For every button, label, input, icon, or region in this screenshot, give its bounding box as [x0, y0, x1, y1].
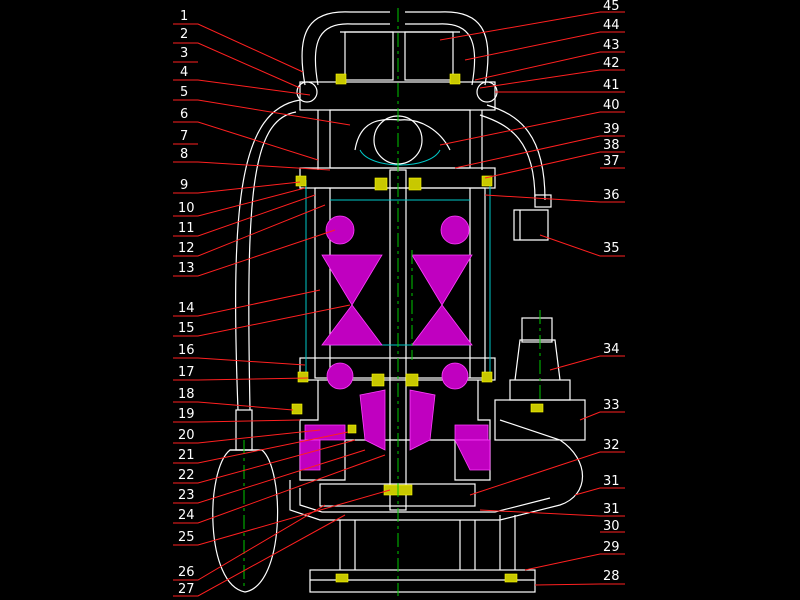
- part-label-32: 32: [603, 438, 620, 453]
- part-label-44: 44: [603, 18, 620, 33]
- part-label-38: 38: [603, 138, 620, 153]
- part-label-8: 8: [180, 147, 188, 162]
- part-label-33: 33: [603, 398, 620, 413]
- part-label-4: 4: [180, 65, 188, 80]
- part-label-16: 16: [178, 343, 195, 358]
- part-label-3: 3: [180, 46, 188, 61]
- part-label-21: 21: [178, 448, 195, 463]
- part-label-17: 17: [178, 365, 195, 380]
- part-label-12: 12: [178, 241, 195, 256]
- section-hatching: [299, 215, 491, 471]
- part-label-14: 14: [178, 301, 195, 316]
- part-label-30: 30: [603, 519, 620, 534]
- part-label-40: 40: [603, 98, 620, 113]
- part-label-42: 42: [603, 56, 620, 71]
- part-label-35: 35: [603, 241, 620, 256]
- part-label-31b: 31: [603, 502, 620, 517]
- part-label-37: 37: [603, 154, 620, 169]
- part-labels-left: 1 2 3 4 5 6 7 8 9 10 11 12 13 14 15 16 1…: [178, 9, 195, 597]
- part-labels-right: 45 44 43 42 41 40 39 38 37 36 35 34 33 3…: [603, 0, 620, 584]
- part-label-13: 13: [178, 261, 195, 276]
- part-label-10: 10: [178, 201, 195, 216]
- part-label-31a: 31: [603, 474, 620, 489]
- part-label-26: 26: [178, 565, 195, 580]
- part-label-27: 27: [178, 582, 195, 597]
- part-label-23: 23: [178, 488, 195, 503]
- part-label-19: 19: [178, 407, 195, 422]
- part-label-24: 24: [178, 508, 195, 523]
- part-label-39: 39: [603, 122, 620, 137]
- part-label-28: 28: [603, 569, 620, 584]
- part-label-20: 20: [178, 428, 195, 443]
- part-label-43: 43: [603, 38, 620, 53]
- part-label-5: 5: [180, 85, 188, 100]
- part-label-15: 15: [178, 321, 195, 336]
- part-label-25: 25: [178, 530, 195, 545]
- part-label-9: 9: [180, 178, 188, 193]
- pump-outline: [212, 11, 586, 593]
- centerlines: [243, 8, 541, 596]
- part-label-1: 1: [180, 9, 188, 24]
- part-label-41: 41: [603, 78, 620, 93]
- part-label-18: 18: [178, 387, 195, 402]
- part-label-11: 11: [178, 221, 195, 236]
- part-label-34: 34: [603, 342, 620, 357]
- part-label-6: 6: [180, 107, 188, 122]
- part-label-45: 45: [603, 0, 620, 14]
- part-label-22: 22: [178, 468, 195, 483]
- leader-lines-right: [439, 11, 625, 586]
- leader-lines-left: [173, 23, 391, 597]
- part-label-29: 29: [603, 540, 620, 555]
- part-label-2: 2: [180, 27, 188, 42]
- part-label-36: 36: [603, 188, 620, 203]
- part-label-7: 7: [180, 129, 188, 144]
